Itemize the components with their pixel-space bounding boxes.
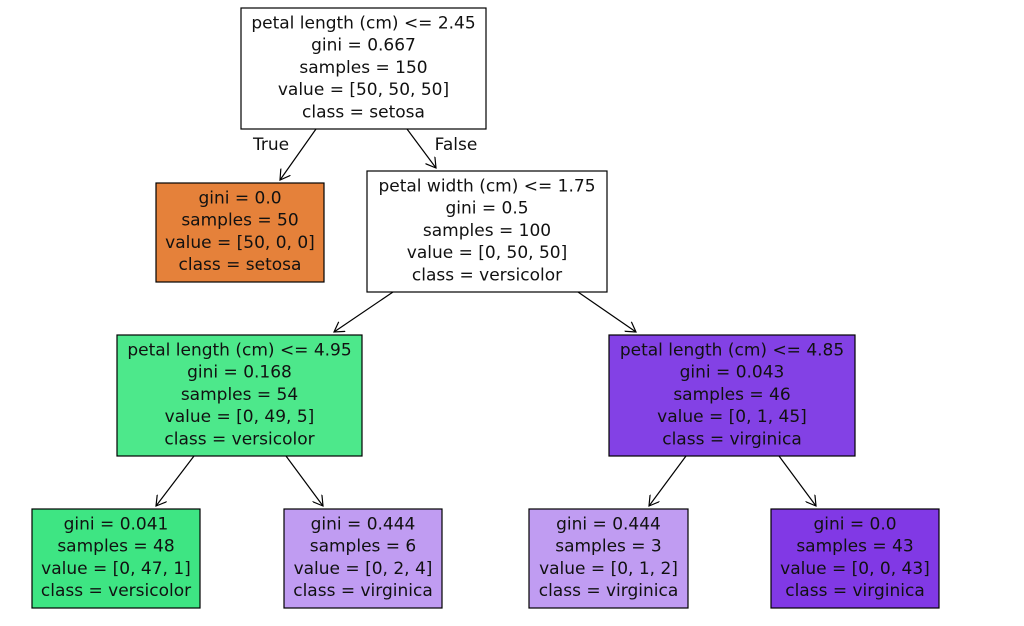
node-line: class = virginica	[539, 581, 679, 601]
node-line: value = [0, 1, 45]	[657, 407, 807, 427]
node-line: samples = 48	[57, 537, 174, 557]
node-line: class = virginica	[662, 429, 802, 449]
node-line: class = virginica	[785, 581, 925, 601]
node-box	[283, 508, 443, 609]
node-line: class = versicolor	[41, 581, 191, 601]
node-line: samples = 100	[423, 221, 551, 241]
node-line: value = [0, 0, 43]	[780, 559, 930, 579]
node-box	[528, 508, 689, 609]
tree-edge	[285, 455, 323, 506]
node-line: petal length (cm) <= 4.85	[620, 341, 844, 361]
node-box	[608, 334, 856, 457]
node-line: value = [0, 49, 5]	[165, 407, 315, 427]
node-line: class = versicolor	[164, 429, 314, 449]
node-line: samples = 43	[796, 537, 913, 557]
node-box	[240, 7, 487, 130]
node-line: class = versicolor	[412, 265, 562, 285]
node-line: gini = 0.168	[187, 363, 292, 383]
node-line: gini = 0.444	[311, 515, 416, 535]
node-line: value = [50, 0, 0]	[165, 233, 315, 253]
node-line: gini = 0.0	[198, 189, 281, 209]
node-box	[116, 334, 363, 457]
node-line: samples = 54	[181, 385, 298, 405]
node-box	[31, 508, 201, 609]
node-line: class = setosa	[302, 102, 425, 122]
tree-edges: True False	[156, 128, 816, 506]
node-line: gini = 0.5	[445, 199, 528, 219]
node-line: samples = 46	[673, 385, 790, 405]
node-line: class = setosa	[179, 255, 302, 275]
node-line: gini = 0.041	[64, 515, 169, 535]
node-line: gini = 0.043	[680, 363, 785, 383]
node-line: gini = 0.0	[813, 515, 896, 535]
tree-edge	[649, 455, 687, 506]
node-line: value = [0, 47, 1]	[41, 559, 191, 579]
node-box	[155, 182, 325, 283]
node-line: samples = 150	[299, 58, 427, 78]
edge-label: True	[252, 135, 289, 155]
edge-arrow	[649, 455, 687, 506]
edge-arrow	[280, 128, 317, 180]
edge-arrow	[406, 128, 436, 168]
node-line: samples = 6	[310, 537, 417, 557]
node-box	[770, 508, 940, 609]
node-line: value = [0, 1, 2]	[539, 559, 678, 579]
node-line: petal length (cm) <= 2.45	[251, 14, 475, 34]
tree-edge	[778, 455, 816, 506]
node-line: samples = 50	[181, 211, 298, 231]
edge-arrow	[285, 455, 323, 506]
node-line: gini = 0.667	[311, 36, 416, 56]
edge-arrow	[156, 455, 195, 506]
node-line: petal width (cm) <= 1.75	[378, 177, 595, 197]
node-line: petal length (cm) <= 4.95	[127, 341, 351, 361]
tree-edge: True	[252, 128, 317, 180]
tree-edge: False	[406, 128, 478, 168]
tree-edge	[577, 291, 636, 332]
node-line: value = [0, 2, 4]	[294, 559, 433, 579]
node-line: class = virginica	[293, 581, 433, 601]
node-line: samples = 3	[555, 537, 662, 557]
node-line: value = [0, 50, 50]	[407, 243, 567, 263]
node-box	[366, 170, 608, 293]
edge-label: False	[435, 135, 478, 155]
edge-arrow	[577, 291, 636, 332]
edge-arrow	[334, 291, 394, 332]
tree-edge	[334, 291, 394, 332]
tree-edge	[156, 455, 195, 506]
node-line: value = [50, 50, 50]	[278, 80, 449, 100]
edge-arrow	[778, 455, 816, 506]
node-line: gini = 0.444	[556, 515, 661, 535]
